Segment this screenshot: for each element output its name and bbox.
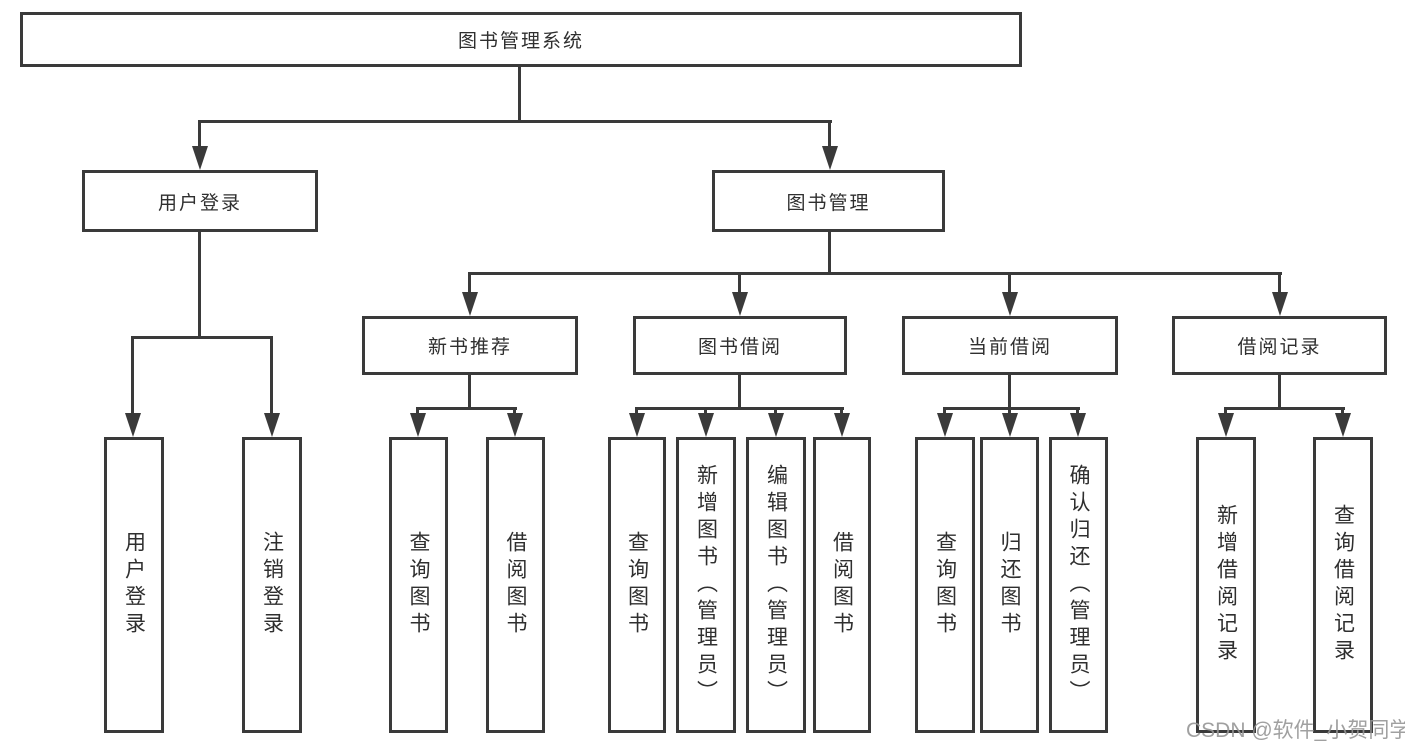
arrowhead-to-leaf-add-books <box>698 413 714 437</box>
node-borrowing-records-label: 借阅记录 <box>1237 337 1322 358</box>
arrowhead-to-borrowing-records <box>1272 292 1288 316</box>
connector-to-leaf-confirm-return <box>1076 407 1079 415</box>
connector-book-borrowing-stem <box>738 375 741 409</box>
arrowhead-to-book-borrowing <box>732 292 748 316</box>
connector-to-leaf-borrow-books-2 <box>840 407 843 415</box>
arrowhead-to-leaf-query-books-3 <box>937 413 953 437</box>
leaf-confirm-return-admin: 确认归还（管理员） <box>1049 437 1108 733</box>
leaf-borrow-books-borrowing: 借阅图书 <box>813 437 871 733</box>
node-user-login-label: 用户登录 <box>157 192 242 214</box>
node-root: 图书管理系统 <box>20 12 1022 67</box>
leaf-borrow-books-borrowing-label: 借阅图书 <box>830 531 854 639</box>
node-current-borrowing-label: 当前借阅 <box>967 337 1052 358</box>
leaf-query-borrow-record: 查询借阅记录 <box>1313 437 1373 733</box>
leaf-logout: 注销登录 <box>242 437 302 733</box>
leaf-add-books-admin: 新增图书（管理员） <box>676 437 736 733</box>
leaf-logout-label: 注销登录 <box>260 531 284 639</box>
connector-to-user-login <box>198 120 201 148</box>
connector-to-leaf-user-login <box>131 336 134 414</box>
connector-borrowing-records-bar <box>1224 407 1345 410</box>
connector-to-leaf-logout <box>270 336 273 414</box>
connector-current-borrowing-bar <box>943 407 1080 410</box>
leaf-query-borrow-record-label: 查询借阅记录 <box>1331 504 1355 666</box>
connector-book-management-stem <box>828 232 831 274</box>
connector-current-borrowing-stem <box>1008 375 1011 409</box>
leaf-return-books-label: 归还图书 <box>998 531 1021 639</box>
connector-to-leaf-borrow-books-1 <box>513 407 516 415</box>
leaf-query-books-recommend: 查询图书 <box>389 437 448 733</box>
arrowhead-to-leaf-confirm-return <box>1070 413 1086 437</box>
leaf-add-borrow-record-label: 新增借阅记录 <box>1214 504 1238 666</box>
connector-to-leaf-return-books <box>1008 407 1011 415</box>
connector-to-leaf-query-books-2 <box>635 407 638 415</box>
connector-to-new-book-recommend <box>468 272 471 294</box>
node-new-book-recommend: 新书推荐 <box>362 316 578 375</box>
arrowhead-to-leaf-edit-books <box>768 413 784 437</box>
arrowhead-to-leaf-query-record <box>1335 413 1351 437</box>
connector-to-book-borrowing <box>738 272 741 294</box>
arrowhead-to-leaf-user-login <box>125 413 141 437</box>
connector-new-book-recommend-bar <box>417 407 517 410</box>
connector-user-login-bar <box>131 336 273 339</box>
leaf-query-books-recommend-label: 查询图书 <box>407 531 430 639</box>
connector-to-leaf-query-record <box>1341 407 1344 415</box>
connector-to-leaf-add-record <box>1224 407 1227 415</box>
arrowhead-to-leaf-query-books-2 <box>629 413 645 437</box>
connector-to-leaf-edit-books <box>774 407 777 415</box>
connector-root-stem <box>518 67 521 123</box>
connector-user-login-stem <box>198 232 201 338</box>
node-current-borrowing: 当前借阅 <box>902 316 1118 375</box>
arrowhead-to-book-management <box>822 146 838 170</box>
arrowhead-to-current-borrowing <box>1002 292 1018 316</box>
leaf-user-login: 用户登录 <box>104 437 164 733</box>
watermark: CSDN @软件_小贺同学 <box>1186 719 1405 742</box>
node-root-label: 图书管理系统 <box>457 31 584 52</box>
node-book-borrowing-label: 图书借阅 <box>697 337 782 358</box>
leaf-query-books-current: 查询图书 <box>915 437 975 733</box>
connector-new-book-recommend-stem <box>468 375 471 409</box>
leaf-borrow-books-recommend: 借阅图书 <box>486 437 545 733</box>
leaf-add-books-admin-label: 新增图书（管理员） <box>694 463 718 707</box>
connector-to-leaf-add-books <box>704 407 707 415</box>
leaf-confirm-return-admin-label: 确认归还（管理员） <box>1067 463 1090 707</box>
node-book-management: 图书管理 <box>712 170 945 232</box>
leaf-add-borrow-record: 新增借阅记录 <box>1196 437 1256 733</box>
leaf-edit-books-admin: 编辑图书（管理员） <box>746 437 806 733</box>
leaf-query-books-current-label: 查询图书 <box>933 531 957 639</box>
arrowhead-to-leaf-return-books <box>1002 413 1018 437</box>
arrowhead-to-leaf-add-record <box>1218 413 1234 437</box>
node-book-management-label: 图书管理 <box>786 192 871 214</box>
arrowhead-to-user-login <box>192 146 208 170</box>
node-borrowing-records: 借阅记录 <box>1172 316 1387 375</box>
arrowhead-to-leaf-borrow-books-2 <box>834 413 850 437</box>
arrowhead-to-leaf-query-books-1 <box>410 413 426 437</box>
arrowhead-to-new-book-recommend <box>462 292 478 316</box>
leaf-query-books-borrowing: 查询图书 <box>608 437 666 733</box>
connector-to-leaf-query-books-3 <box>943 407 946 415</box>
connector-to-book-management <box>828 120 831 148</box>
node-user-login: 用户登录 <box>82 170 318 232</box>
leaf-user-login-label: 用户登录 <box>122 531 146 639</box>
connector-book-borrowing-bar <box>635 407 844 410</box>
leaf-borrow-books-recommend-label: 借阅图书 <box>504 531 527 639</box>
node-book-borrowing: 图书借阅 <box>633 316 847 375</box>
leaf-edit-books-admin-label: 编辑图书（管理员） <box>764 463 788 707</box>
connector-to-borrowing-records <box>1278 272 1281 294</box>
arrowhead-to-leaf-logout <box>264 413 280 437</box>
connector-borrowing-records-stem <box>1278 375 1281 409</box>
leaf-query-books-borrowing-label: 查询图书 <box>625 531 649 639</box>
connector-level3-bar <box>468 272 1282 275</box>
leaf-return-books: 归还图书 <box>980 437 1039 733</box>
arrowhead-to-leaf-borrow-books-1 <box>507 413 523 437</box>
node-new-book-recommend-label: 新书推荐 <box>427 337 512 358</box>
connector-to-leaf-query-books-1 <box>416 407 419 415</box>
connector-level2-bar <box>198 120 832 123</box>
connector-to-current-borrowing <box>1008 272 1011 294</box>
